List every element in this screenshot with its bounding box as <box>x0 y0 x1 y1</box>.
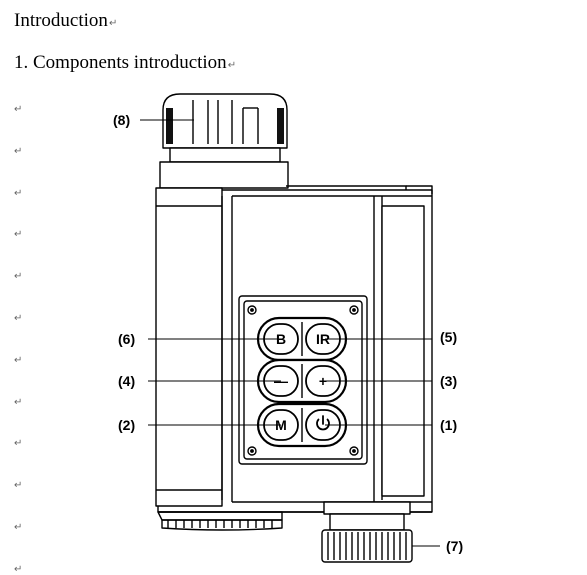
callout-5: (5) <box>440 329 457 345</box>
focus-knob <box>159 93 289 189</box>
callout-3: (3) <box>440 373 457 389</box>
ir-button-label: IR <box>316 331 330 347</box>
callout-1: (1) <box>440 417 457 433</box>
section-heading: 1. Components introduction↵ <box>14 52 236 74</box>
paragraph-mark-icon: ↵ <box>108 18 118 29</box>
callout-4: (4) <box>118 373 135 389</box>
minus-button-label: — <box>274 373 288 389</box>
callout-6: (6) <box>118 331 135 347</box>
document-heading: Introduction↵ <box>14 10 117 32</box>
paragraph-mark-icon: ↵ <box>14 187 23 199</box>
paragraph-mark-icon: ↵ <box>14 480 23 492</box>
paragraph-mark-icon: ↵ <box>14 229 23 241</box>
paragraph-mark-icon: ↵ <box>14 145 23 157</box>
paragraph-mark-icon: ↵ <box>14 313 23 324</box>
paragraph-mark-icon: ↵ <box>14 271 23 283</box>
paragraph-mark-icon: ↵ <box>14 522 23 533</box>
button-row-top <box>256 316 348 362</box>
callout-8: (8) <box>113 112 130 128</box>
callout-2: (2) <box>118 417 135 433</box>
section-heading-text: 1. Components introduction <box>14 52 227 73</box>
menu-button-label: M <box>275 417 287 433</box>
eyepiece-connector <box>321 501 413 563</box>
power-icon <box>316 415 330 431</box>
paragraph-mark-icon: ↵ <box>14 563 23 575</box>
paragraph-mark-icon: ↵ <box>14 438 23 450</box>
paragraph-mark-icon: ↵ <box>14 354 23 366</box>
heading-text: Introduction <box>14 10 108 31</box>
leader-lines <box>140 119 440 547</box>
callout-7: (7) <box>446 538 463 554</box>
paragraph-mark-icon: ↵ <box>227 60 237 71</box>
brightness-button-label: B <box>276 331 286 347</box>
paragraph-mark-icon: ↵ <box>14 396 23 408</box>
paragraph-mark-icon: ↵ <box>14 104 23 115</box>
plus-button-label: + <box>319 373 327 389</box>
